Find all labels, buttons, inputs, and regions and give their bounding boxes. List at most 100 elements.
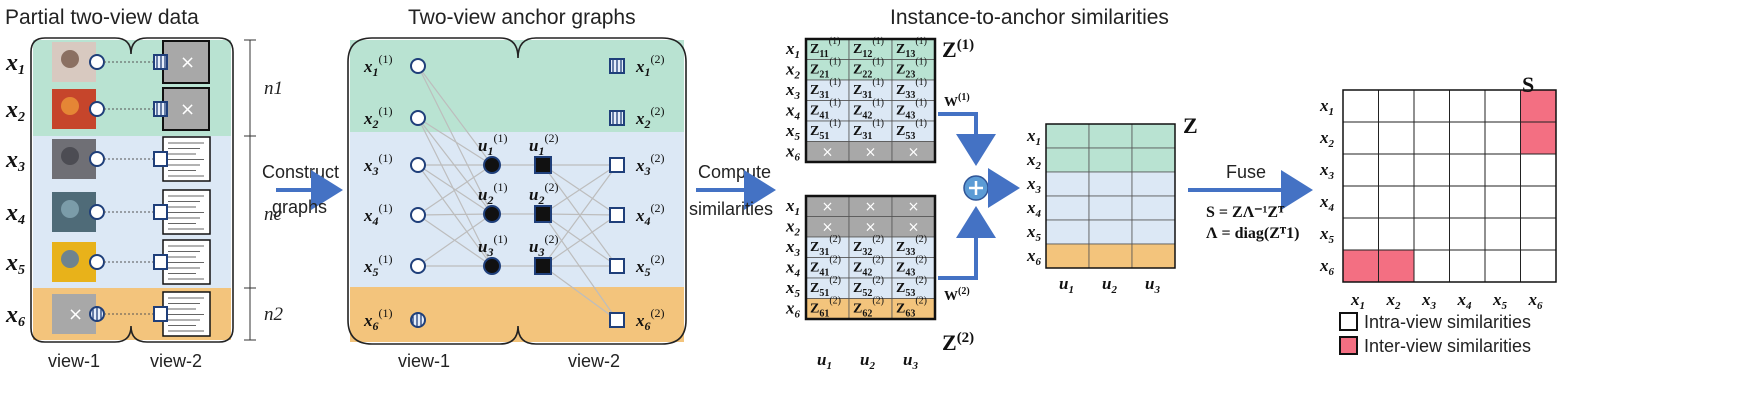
z1-cell-value: Z31(1): [853, 118, 884, 142]
similarities-title: Instance-to-anchor similarities: [890, 6, 1169, 29]
plus-icon: [963, 175, 989, 201]
missing-cross-icon: ×: [822, 199, 834, 215]
s-intra-view-cell: [1449, 249, 1486, 283]
z-label: Z: [1183, 113, 1198, 138]
missing-cross-icon: ×: [908, 145, 920, 161]
anchor-edge: [417, 164, 493, 267]
anchor-view2-node: [534, 257, 552, 275]
s-intra-view-cell: [1449, 185, 1486, 219]
anchor-edge: [417, 117, 493, 215]
graph-label-v1-x5: x5(1): [363, 252, 393, 279]
graph-view2-node: [609, 312, 625, 328]
group-bracket: [244, 39, 256, 341]
z2-label: Z(2): [942, 330, 974, 355]
w1-label: W(1): [944, 92, 970, 110]
z2-cell-value: Z43(2): [896, 255, 927, 279]
s-intra-view-cell: [1449, 153, 1486, 187]
z-row-label: x2: [1026, 150, 1042, 172]
z-cell: [1045, 243, 1090, 269]
z2-cell-value: Z62(2): [853, 296, 884, 320]
fuse-arrow: Fuse S = ZΛ⁻¹Zᵀ Λ = diag(Zᵀ1): [1188, 162, 1313, 242]
image-detail: [61, 147, 79, 165]
graph-view2-node: [609, 157, 625, 173]
z-col-label-u2: u2: [1102, 274, 1117, 296]
z2-cell-value: Z31(2): [810, 234, 841, 258]
z2-row-label: x3: [785, 237, 801, 259]
construct-text-1: Construct: [262, 162, 339, 182]
anchor-view2-node: [534, 205, 552, 223]
z-row-label: x5: [1026, 222, 1042, 244]
missing-cross-icon: ×: [865, 145, 877, 161]
s-intra-view-cell: [1449, 217, 1486, 251]
z-cell: [1088, 195, 1133, 221]
z2-cell-value: Z32(2): [853, 234, 884, 258]
anchor-edge: [417, 117, 493, 267]
missing-cross-icon: ×: [908, 220, 920, 236]
z-cell: [1131, 171, 1176, 197]
anchor-edge: [542, 164, 618, 216]
view1-image-x4: [52, 192, 105, 232]
s-intra-view-cell: [1484, 217, 1521, 251]
view2-feature-node: [153, 306, 168, 322]
z1-cell-value: Z22(1): [853, 57, 884, 81]
s-intra-view-cell: [1413, 153, 1450, 187]
s-intra-view-cell: [1342, 217, 1379, 251]
anchor-label-u3(1): u3(1): [478, 232, 507, 259]
z-outline: [1045, 123, 1176, 269]
instance-thumbnails: ×××: [52, 40, 211, 337]
missing-cross-icon: ×: [822, 145, 834, 161]
graph-view2-hatched-node: [609, 58, 625, 74]
s-intra-view-cell: [1484, 249, 1521, 283]
z1-cell-value: Z41(1): [810, 98, 841, 122]
z-row-label: x3: [1026, 174, 1042, 196]
s-intra-view-cell: [1449, 89, 1486, 123]
s-intra-view-cell: [1484, 153, 1521, 187]
z-cell: [1045, 195, 1090, 221]
graph-view2-node: [609, 207, 625, 223]
anchor-edge: [417, 164, 493, 216]
w2-label: W(2): [944, 286, 970, 304]
z1-row-label: x4: [785, 101, 801, 123]
graph-view1-hatched-node: [410, 312, 426, 328]
z-cell: [1088, 123, 1133, 149]
graph-label-v2-x3: x3(2): [635, 151, 665, 178]
w2-arrow: [938, 206, 996, 280]
graph-label-v1-x4: x4(1): [363, 201, 393, 228]
s-intra-view-cell: [1520, 185, 1557, 219]
anchor-edge: [542, 213, 618, 267]
z-row-label: x1: [1026, 126, 1041, 148]
z2-cell-value: Z33(2): [896, 234, 927, 258]
s-row-label: x1: [1319, 96, 1334, 118]
s-intra-view-cell: [1449, 121, 1486, 155]
view1-image-x2: [52, 89, 105, 129]
anchor-edge: [417, 65, 493, 215]
anchor-view1-node: [483, 156, 501, 174]
z-col-label-u1: u1: [1059, 274, 1074, 296]
missing-cross-icon: ×: [865, 220, 877, 236]
z1-row-label: x6: [785, 142, 801, 164]
graph-view2-label: view-2: [568, 351, 620, 371]
s-intra-view-cell: [1342, 89, 1379, 123]
view1-label: view-1: [48, 351, 100, 371]
z-cell: [1088, 147, 1133, 173]
s-row-label: x3: [1319, 160, 1335, 182]
z1-row-label: x5: [785, 121, 801, 143]
s-intra-view-cell: [1413, 217, 1450, 251]
compute-text-2: similarities: [689, 199, 773, 219]
s-intra-view-cell: [1484, 121, 1521, 155]
view1-image-x1: [52, 42, 105, 82]
z2-cell-value: Z42(2): [853, 255, 884, 279]
graph-label-v2-x2: x2(2): [635, 104, 665, 131]
view1-feature-node: [89, 54, 105, 70]
s-intra-view-cell: [1413, 89, 1450, 123]
s-row-label: x2: [1319, 128, 1335, 150]
missing-image-block: [52, 294, 96, 334]
